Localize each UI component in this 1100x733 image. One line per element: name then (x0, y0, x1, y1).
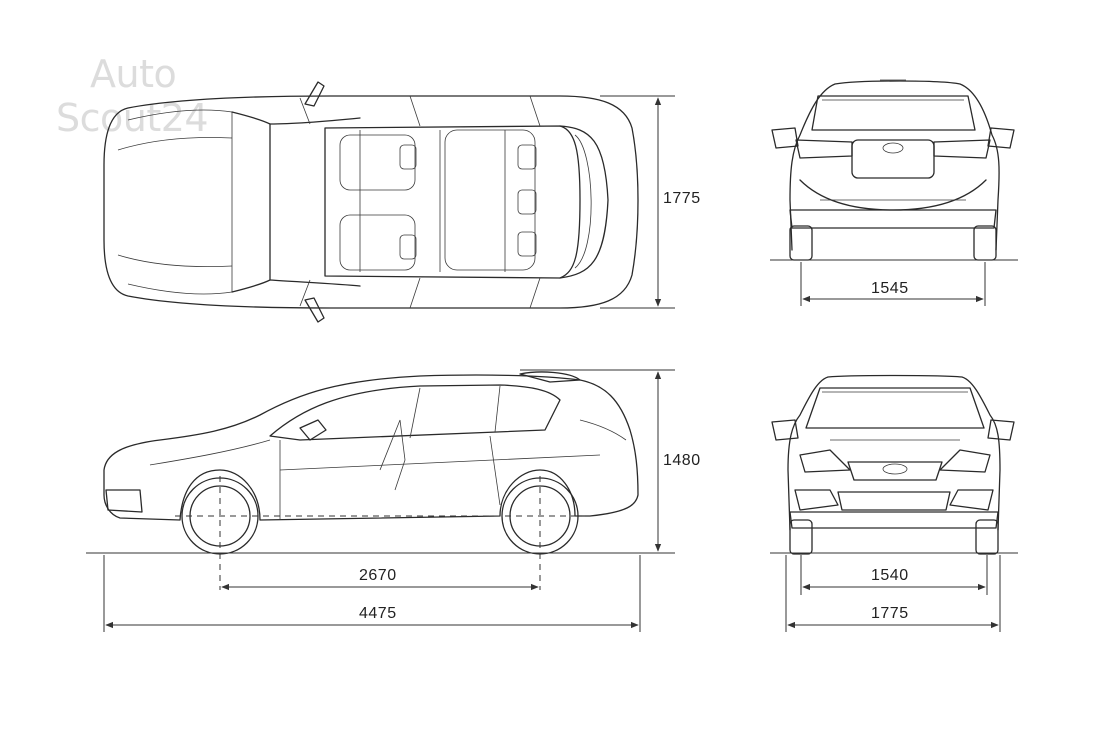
front-view-track-label: 1540 (871, 567, 909, 584)
top-view-car (103, 81, 639, 323)
side-view-car (103, 371, 639, 555)
length-label: 4475 (359, 605, 397, 622)
rear-view-car (771, 79, 1015, 261)
top-view-width-label: 1775 (663, 190, 701, 207)
front-view-width-label: 1775 (871, 605, 909, 622)
front-view-car (771, 374, 1015, 555)
wheelbase-label: 2670 (359, 567, 397, 584)
rear-view-track-label: 1545 (871, 280, 909, 297)
side-view-height-label: 1480 (663, 452, 701, 469)
